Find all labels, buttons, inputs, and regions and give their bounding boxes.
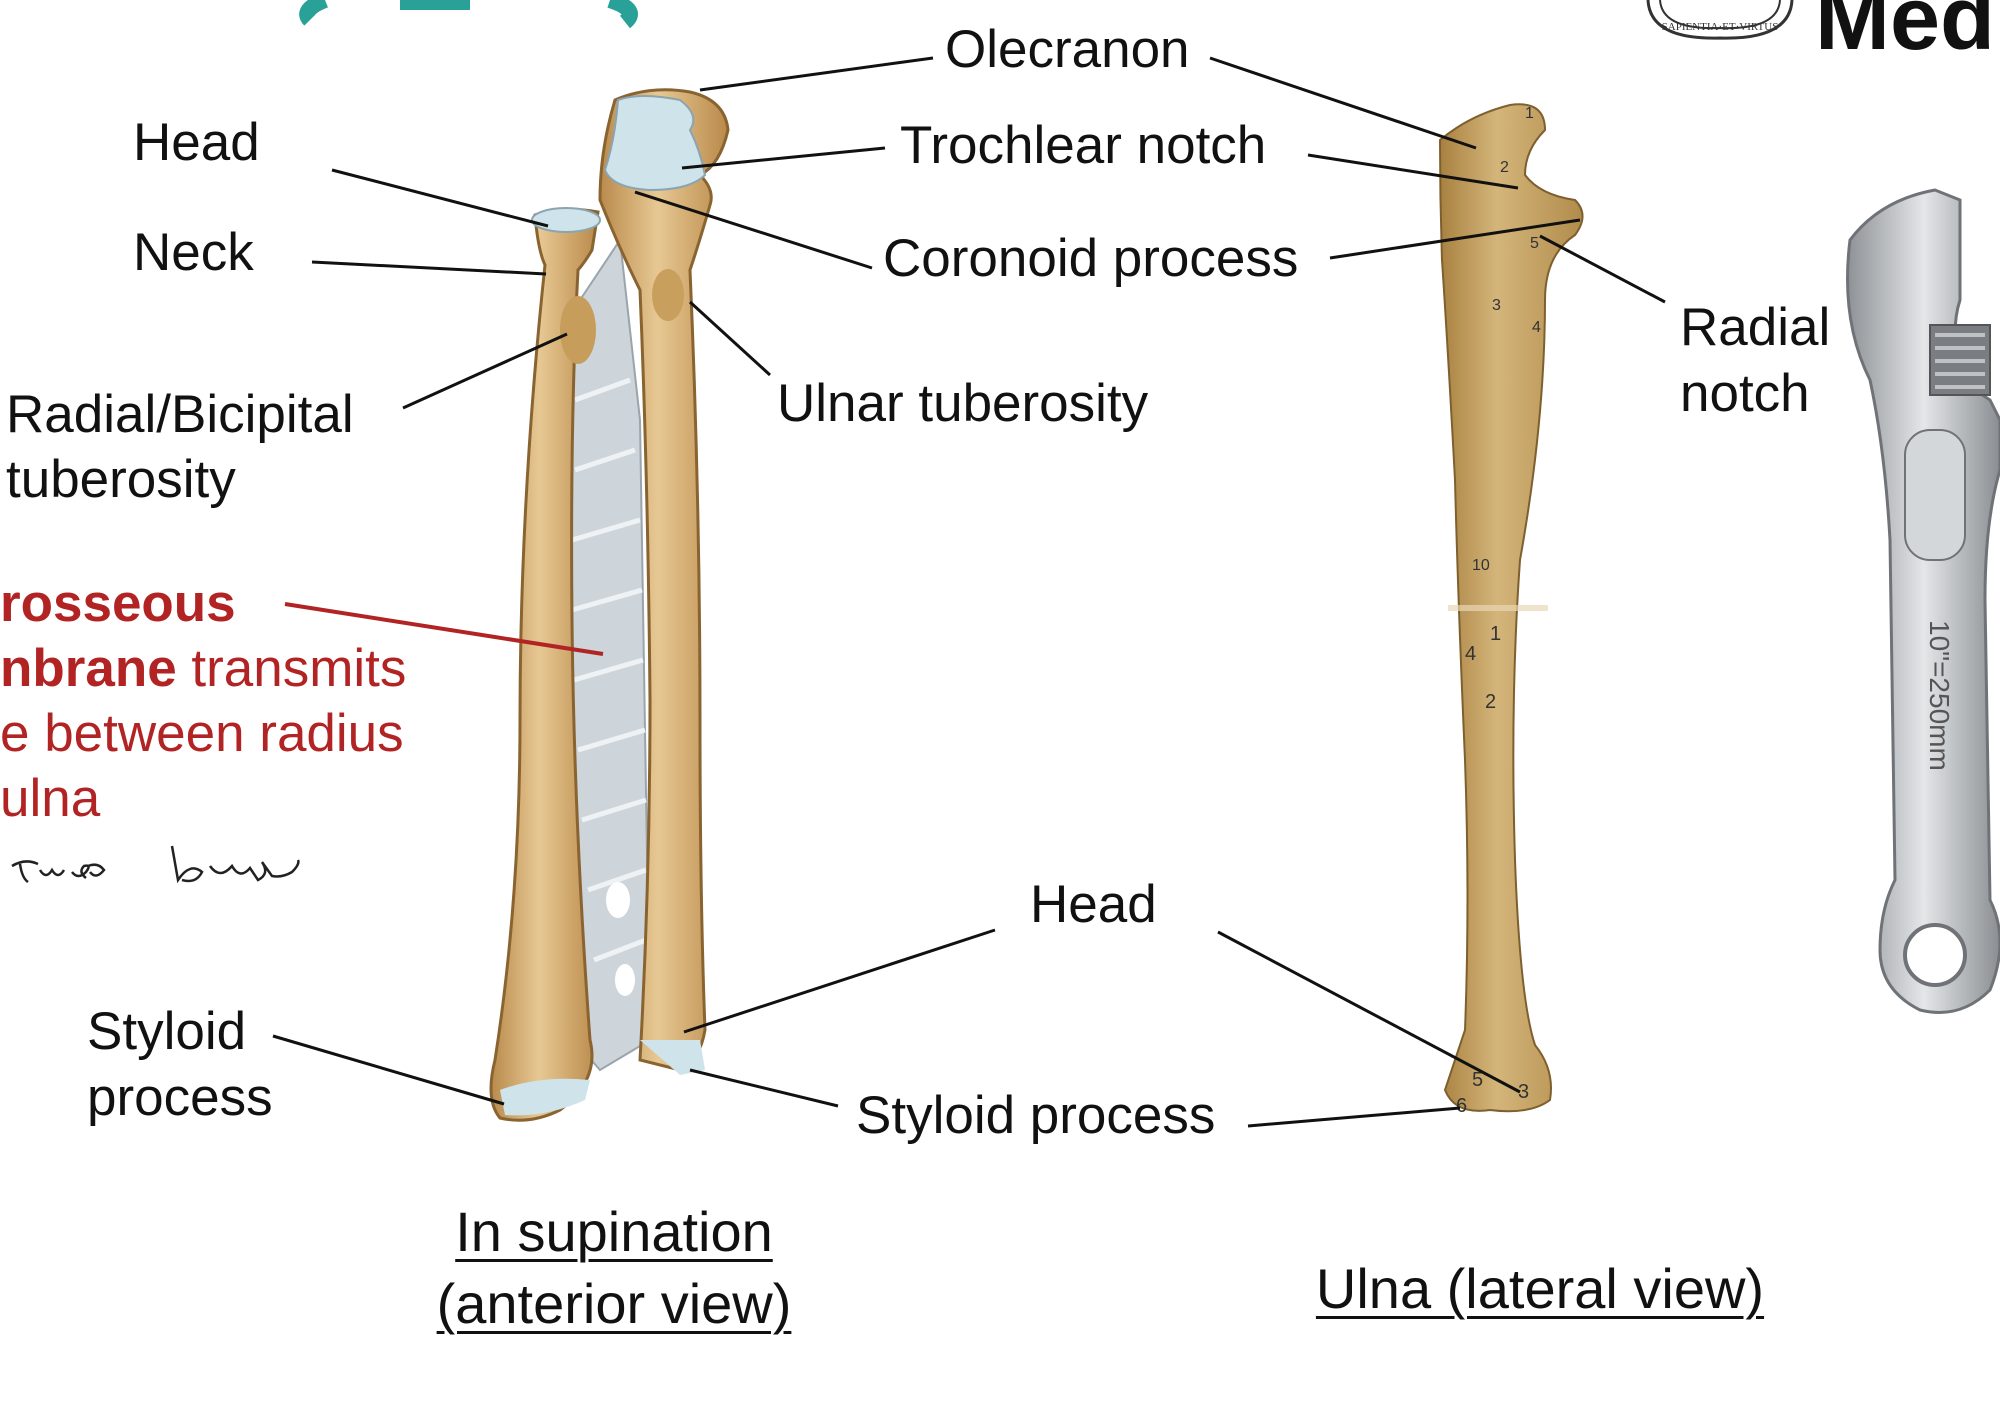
leader-line-trochlear-right	[1307, 153, 1519, 190]
leader-line-coronoid-right	[1329, 218, 1581, 260]
leader-line-head	[331, 168, 549, 228]
note-line1: rosseous	[0, 572, 236, 637]
leader-line-interosseous	[284, 602, 604, 656]
note-line3: e between radius	[0, 704, 404, 763]
caption-left-line1: In supination	[455, 1200, 773, 1263]
leader-line-radial-notch	[1539, 234, 1666, 304]
ulna-bone-lateral	[1438, 103, 1584, 1113]
label-coronoid-process: Coronoid process	[883, 229, 1299, 288]
university-seal-icon: SAPIENTIA·ET·VIRTUS	[1646, 0, 1794, 40]
brand-text: Med	[1815, 0, 1995, 69]
bone-number: 4	[1465, 643, 1476, 665]
leader-line-ulnar-tuberosity	[688, 300, 772, 377]
label-radial-tuberosity-line2: tuberosity	[6, 450, 236, 509]
bone-number: 6	[1456, 1095, 1467, 1117]
ulna-bone-numbers: 1 2 5 3 4 10 1 4 2 5 3 6	[1456, 105, 1541, 1117]
leader-lines	[272, 56, 1666, 1128]
bone-number: 2	[1485, 691, 1496, 713]
bone-number: 1	[1490, 623, 1501, 645]
leader-line-trochlear	[681, 146, 886, 170]
label-ulnar-tuberosity: Ulnar tuberosity	[777, 374, 1149, 433]
label-radial-notch-line1: Radial	[1680, 298, 1831, 357]
leader-line-styloid-right-ulna	[1247, 1106, 1461, 1128]
label-styloid-left-line2: process	[87, 1068, 273, 1127]
bone-number: 5	[1472, 1069, 1483, 1091]
interosseous-membrane	[558, 237, 652, 1072]
note-rest-2: transmits	[176, 639, 407, 698]
bone-number: 4	[1532, 319, 1541, 336]
note-line4: ulna	[0, 769, 101, 828]
label-radial-tuberosity-line1: Radial/Bicipital	[6, 385, 354, 444]
leader-line-radial-tuberosity	[402, 332, 568, 410]
label-radial-notch-line2: notch	[1680, 364, 1810, 423]
radius-bone	[489, 207, 601, 1122]
leader-line-coronoid	[634, 190, 873, 270]
handwritten-scribble	[11, 845, 300, 884]
label-trochlear-notch: Trochlear notch	[900, 116, 1267, 175]
note-bold-2: nbrane	[0, 639, 177, 698]
bone-number: 10	[1472, 557, 1490, 574]
bone-number: 5	[1530, 235, 1539, 252]
label-styloid-right: Styloid process	[856, 1086, 1216, 1145]
bone-number: 3	[1492, 297, 1501, 314]
label-head-lower: Head	[1030, 875, 1157, 934]
leader-line-styloid-right	[689, 1068, 839, 1108]
leader-line-olecranon	[699, 56, 934, 92]
bone-number: 3	[1518, 1081, 1529, 1103]
svg-text:SAPIENTIA·ET·VIRTUS: SAPIENTIA·ET·VIRTUS	[1662, 21, 1779, 33]
label-olecranon: Olecranon	[945, 20, 1190, 79]
note-line2: nbrane transmits	[0, 637, 406, 702]
label-head: Head	[133, 113, 260, 172]
title-fragment-decoration	[299, 0, 638, 29]
label-neck: Neck	[133, 223, 254, 282]
bone-number: 1	[1525, 105, 1534, 122]
svg-text:10"=250mm: 10"=250mm	[1924, 620, 1955, 771]
leader-line-olecranon-right	[1209, 56, 1477, 150]
ulna-bone-anterior	[598, 88, 730, 1075]
leader-line-styloid-left	[272, 1034, 505, 1106]
caption-left-line2: (anterior view)	[436, 1272, 792, 1335]
leader-line-neck	[311, 260, 547, 276]
leader-line-head-lower	[683, 928, 996, 1034]
note-bold-1: rosseous	[0, 574, 236, 633]
caption-right: Ulna (lateral view)	[1315, 1257, 1765, 1320]
label-styloid-left-line1: Styloid	[87, 1002, 247, 1061]
wrench-icon: 10"=250mm	[1846, 188, 2000, 1014]
leader-line-head-lower-right	[1217, 930, 1521, 1094]
bone-number: 2	[1500, 159, 1509, 176]
